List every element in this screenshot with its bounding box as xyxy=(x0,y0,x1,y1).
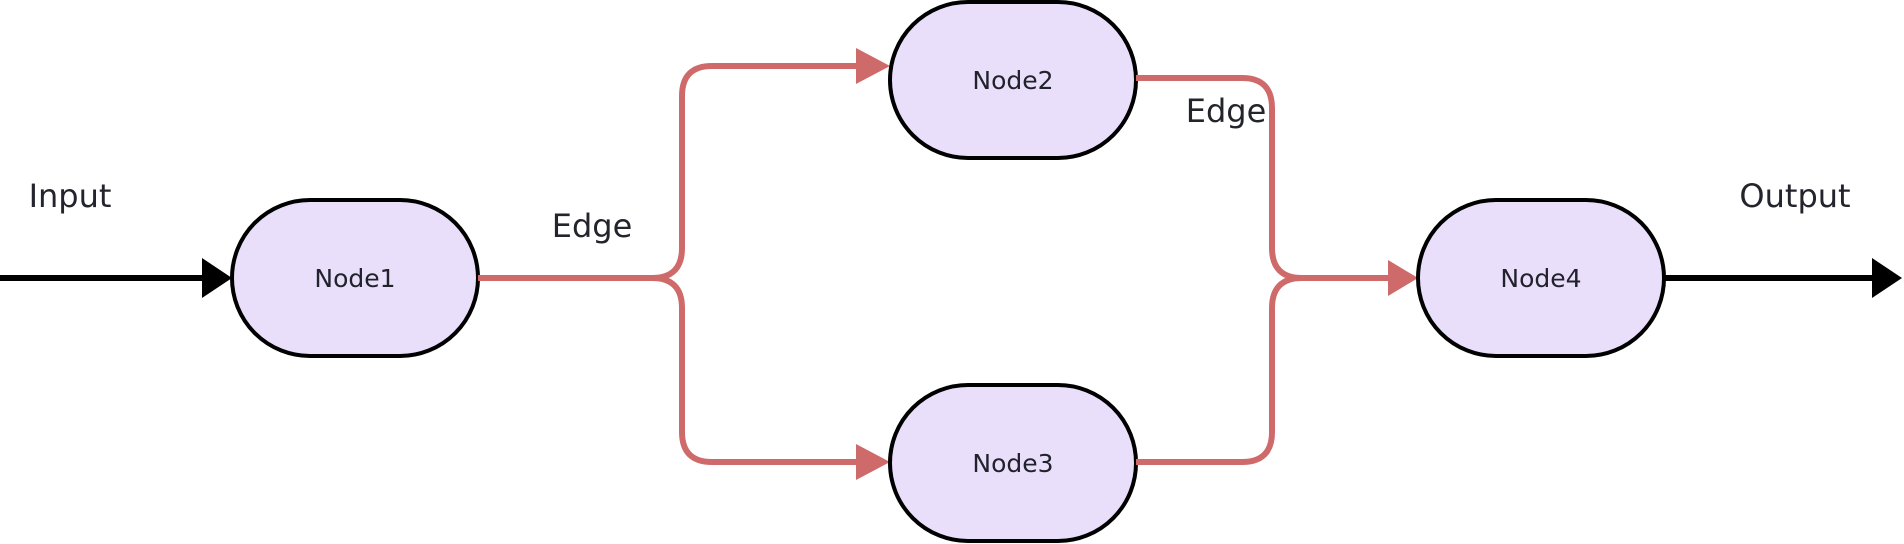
node-node2[interactable]: Node2 xyxy=(888,0,1138,160)
edge-input-to-node1 xyxy=(0,258,232,298)
edge-node3-to-node4 xyxy=(1136,275,1390,465)
node4-inbound-arrowhead-icon xyxy=(1388,260,1418,296)
node-node1[interactable]: Node1 xyxy=(230,198,480,358)
edge-node4-to-output xyxy=(1664,258,1902,298)
node-node3[interactable]: Node3 xyxy=(888,383,1138,543)
input-arrowhead-icon xyxy=(202,258,232,298)
edge-node1-to-node2 xyxy=(478,48,890,281)
node3-inbound-arrowhead-icon xyxy=(856,444,890,480)
edge-label-right: Edge xyxy=(1186,92,1267,130)
node2-inbound-arrowhead-icon xyxy=(856,48,890,84)
node2-label: Node2 xyxy=(972,66,1053,95)
output-arrowhead-icon xyxy=(1872,258,1902,298)
input-label: Input xyxy=(29,177,112,215)
node1-node2-edge-path xyxy=(478,63,858,281)
output-label: Output xyxy=(1739,177,1850,215)
node2-node4-edge-path xyxy=(1136,75,1390,281)
edge-node1-to-node3 xyxy=(478,275,890,480)
node1-node3-edge-path xyxy=(478,275,858,465)
node3-node4-edge-path xyxy=(1136,275,1390,465)
node4-label: Node4 xyxy=(1500,264,1581,293)
edge-label-top: Edge xyxy=(552,207,633,245)
node-node4[interactable]: Node4 xyxy=(1416,198,1666,358)
node3-label: Node3 xyxy=(972,449,1053,478)
edge-node2-to-node4 xyxy=(1136,75,1418,296)
node1-label: Node1 xyxy=(314,264,395,293)
